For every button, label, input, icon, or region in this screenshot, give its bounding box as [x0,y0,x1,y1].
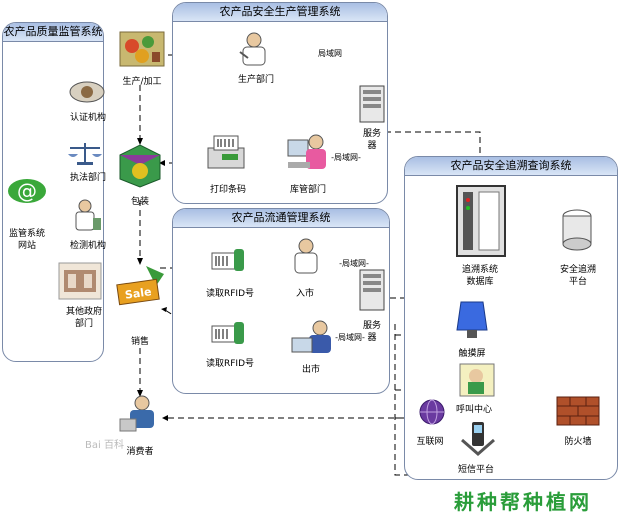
server-icon [358,84,386,124]
production-worker-icon [234,32,274,68]
circulation-panel: 农产品流通管理系统 [172,208,390,394]
touchscreen-icon [455,300,489,340]
scales-icon [65,140,105,166]
testing-label: 检测机构 [69,241,106,251]
site-label-1: 监管系统 [8,229,45,239]
barcode-printer-icon [204,134,248,174]
market-in-label: 入市 [295,289,314,299]
consumer-label: 消费者 [126,447,154,457]
db-label-2: 数据库 [466,277,494,287]
brand-logo-text: 耕种帮种植网 [454,490,592,514]
traceability-panel: 农产品安全追溯查询系统 [404,156,618,480]
other-gov-label-2: 部门 [74,319,93,329]
supervision-panel-title: 农产品质量监管系统 [3,23,103,42]
touchscreen-label: 触摸屏 [458,349,486,359]
produce-icon [118,26,166,70]
sms-label: 短信平台 [457,465,494,475]
sms-icon [458,420,498,456]
lan-label-in: -局域网- [339,259,369,268]
firewall-icon [556,396,600,426]
print-barcode-label: 打印条码 [209,185,246,195]
other-gov-label-1: 其他政府 [65,307,102,317]
server2-label-2: 器 [367,333,377,343]
watermark: Bai 百科 [85,440,124,451]
production-dept-label: 生产部门 [237,75,274,85]
svg-text:@: @ [17,179,37,203]
rfid-reader-icon-out [208,318,248,348]
warehouse-label: 库管部门 [289,185,326,195]
call-center-icon [458,362,496,398]
rfid-reader-icon-in [208,245,248,275]
lan-label-out: -局域网- [335,333,365,342]
certification-label: 认证机构 [69,113,106,123]
lab-technician-icon [65,198,105,234]
production-panel: 农产品安全生产管理系统 [172,2,388,204]
sales-label: 销售 [130,337,149,347]
production-panel-title: 农产品安全生产管理系统 [173,3,387,22]
warehouse-worker-icon [286,132,328,174]
production-processing-label: 生产/加工 [122,77,162,87]
lan-label-mid: -局域网- [331,153,361,162]
enforcement-label: 执法部门 [69,173,106,183]
site-label-2: 网站 [17,241,36,251]
db-label-1: 追溯系统 [461,265,498,275]
read-rfid-out-label: 读取RFID号 [205,359,254,369]
sale-sign-icon: Sale [116,264,166,310]
svg-text:Sale: Sale [124,285,152,302]
server-icon-2 [358,268,386,312]
platform-label-1: 安全追溯 [559,265,596,275]
consumer-icon [116,395,164,435]
market-in-worker-icon [286,238,326,278]
certification-icon [68,80,106,104]
platform-label-2: 平台 [568,277,587,287]
server2-label-1: 服务 [362,321,381,331]
firewall-label: 防火墙 [564,437,592,447]
website-at-icon: @ [6,175,48,205]
market-out-label: 出市 [301,365,320,375]
internet-label: 互联网 [416,437,444,447]
lan-label-top: 局域网 [318,49,342,58]
read-rfid-in-label: 读取RFID号 [205,289,254,299]
server-label-1: 服务 [362,129,381,139]
database-rack-icon [455,184,507,258]
platform-server-icon [560,208,594,252]
circulation-panel-title: 农产品流通管理系统 [173,209,389,228]
traceability-panel-title: 农产品安全追溯查询系统 [405,157,617,176]
government-icon [58,262,102,300]
market-out-worker-icon [290,320,336,356]
server-label-2: 器 [367,141,377,151]
packaging-label: 包装 [130,197,149,207]
call-center-label: 呼叫中心 [455,405,492,415]
package-icon [116,143,164,189]
internet-globe-icon [418,398,446,426]
